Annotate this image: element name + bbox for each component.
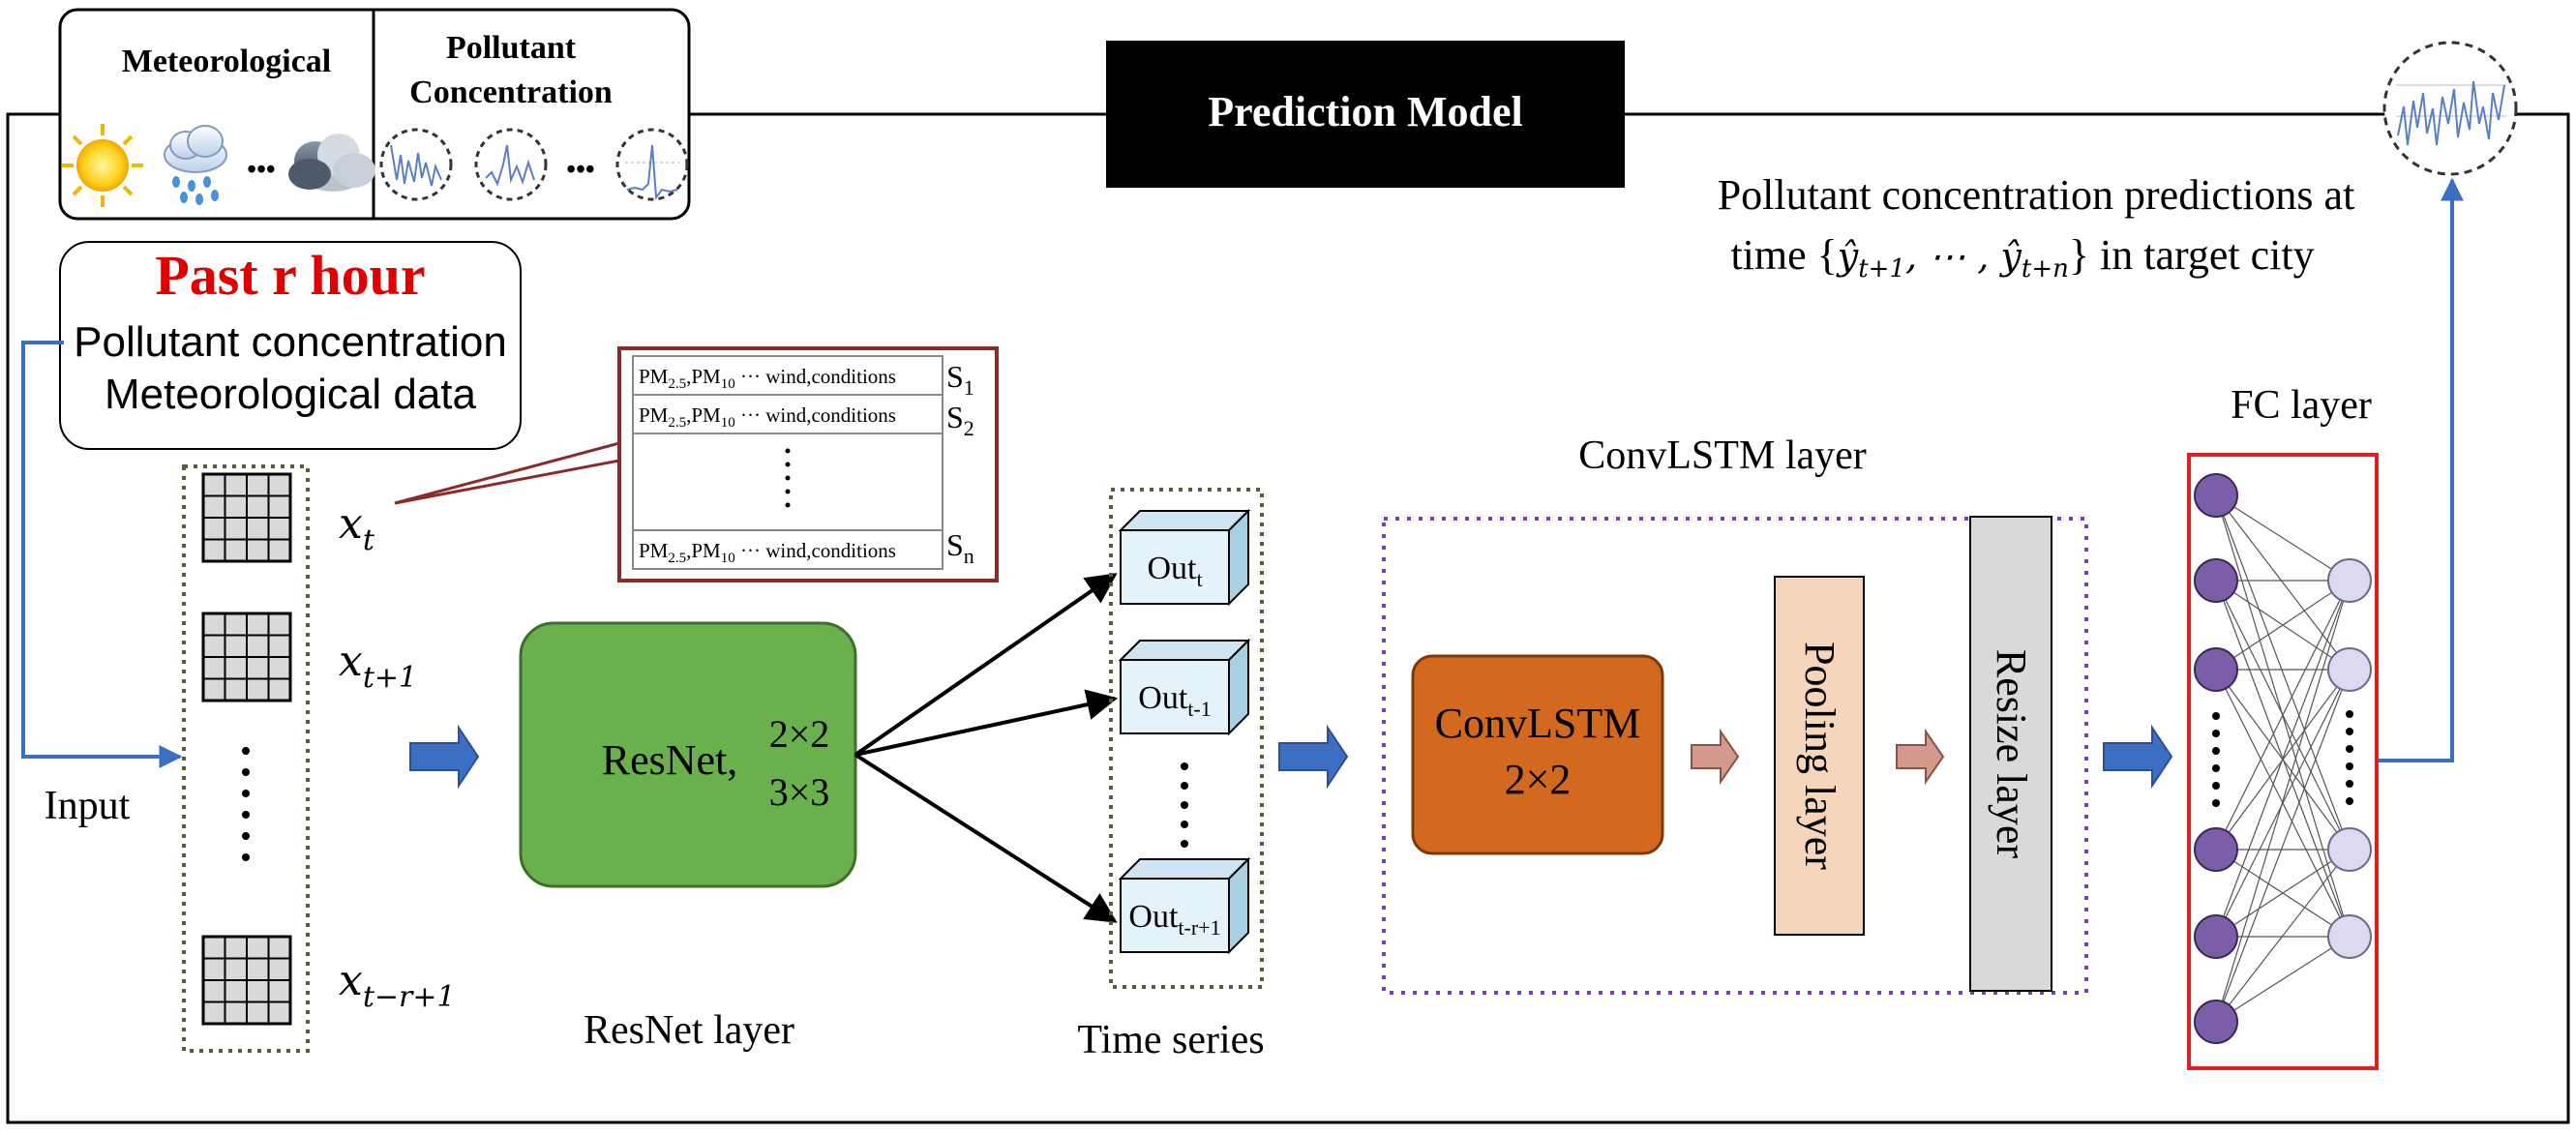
input-grid-3 — [201, 935, 292, 1026]
step-label-xtr: xt−r+1 — [339, 956, 456, 1014]
input-connector — [21, 341, 183, 768]
past-window-line1: Pollutant concentration — [74, 318, 507, 366]
small-arrows — [1691, 728, 1945, 786]
step-label-xt: xt — [339, 499, 375, 557]
station-row-n: PM2.5,PM10 ··· wind,conditions — [639, 539, 896, 566]
station-label-s2: S2 — [946, 400, 974, 440]
input-sequence-frame — [182, 464, 310, 1053]
sun-icon — [62, 124, 143, 207]
fc-input-node — [2194, 914, 2238, 959]
overcast-cloud-icon — [288, 134, 375, 192]
meteorological-label: Meteorological — [122, 44, 332, 79]
fc-output-node — [2327, 647, 2372, 692]
fc-layer-frame — [2187, 453, 2379, 1070]
arrow-pooling-resize — [1896, 728, 1945, 786]
input-grids — [201, 472, 292, 1026]
resnet-output-arrows — [854, 573, 1119, 923]
input-label: Input — [45, 784, 131, 828]
convlstm-block: ConvLSTM 2×2 — [1411, 654, 1664, 855]
block-arrow-input-resnet — [409, 724, 480, 790]
resnet-layer-label: ResNet layer — [584, 1008, 794, 1053]
input-grid-2 — [201, 612, 292, 702]
time-series-out-3: Outt-r+1 — [1118, 856, 1251, 955]
output-description-line1: Pollutant concentration predictions at — [1718, 171, 2355, 219]
block-arrow-series-convlstm — [1278, 724, 1349, 790]
page-title: Prediction Model — [1208, 88, 1522, 135]
station-label-sn: Sn — [946, 527, 974, 568]
input-grid-1 — [201, 472, 292, 563]
fc-network — [2194, 473, 2372, 1044]
station-table: PM2.5,PM10 ··· wind,conditions PM2.5,PM1… — [617, 346, 999, 582]
arrow-convlstm-pooling — [1691, 728, 1740, 786]
fc-input-node — [2194, 558, 2238, 603]
station-table-callout — [394, 441, 621, 505]
resnet-block: ResNet, 2×2 3×3 — [519, 621, 857, 888]
past-window-box: Past r hour Pollutant concentration Mete… — [59, 241, 522, 450]
resize-layer-label: Resize layer — [1988, 649, 2035, 859]
pooling-layer-label: Pooling layer — [1796, 642, 1843, 870]
resize-layer-block: Resize layer — [1969, 516, 2052, 992]
out-label: Outt-1 — [1138, 680, 1211, 721]
time-series-out-1: Outt — [1118, 508, 1251, 607]
station-row-1: PM2.5,PM10 ··· wind,conditions — [639, 365, 896, 392]
block-arrow-resize-fc — [2103, 724, 2173, 790]
weather-ellipsis: ••• — [247, 155, 275, 185]
fc-output-dots — [2346, 710, 2353, 805]
out-label: Outt-r+1 — [1128, 899, 1220, 940]
pollutant-chart-icon-2 — [474, 128, 548, 201]
past-window-title: Past r hour — [155, 244, 425, 307]
pollutant-label-line2: Concentration — [409, 75, 613, 110]
past-window-line2: Meteorological data — [105, 371, 477, 418]
step-x-t-minus-r-plus-1: xt−r+1 — [339, 956, 456, 1014]
fc-output-node — [2327, 914, 2372, 959]
output-connector — [2379, 177, 2464, 762]
convlstm-layer-label: ConvLSTM layer — [1578, 433, 1866, 478]
prediction-chart-icon — [2382, 41, 2518, 176]
pollutant-chart-icon-1 — [379, 128, 453, 201]
convlstm-block-line1: ConvLSTM — [1435, 700, 1641, 747]
station-row-2: PM2.5,PM10 ··· wind,conditions — [639, 403, 896, 431]
pollutant-label-line1: Pollutant — [446, 30, 577, 66]
station-label-s1: S1 — [946, 359, 974, 400]
title-banner: Prediction Model — [1106, 41, 1625, 188]
convlstm-block-line2: 2×2 — [1505, 756, 1572, 803]
fc-input-node — [2194, 1000, 2238, 1044]
fc-input-node — [2194, 827, 2238, 872]
flow-arrows — [409, 724, 2173, 790]
out-label: Outt — [1147, 551, 1202, 591]
output-description-line2: time {ŷt+1, ⋯ , ŷt+n} in target city — [1730, 231, 2314, 284]
convlstm-layer-frame — [1382, 517, 2088, 995]
fc-output-node — [2327, 827, 2372, 872]
pollutant-ellipsis: ••• — [566, 155, 594, 185]
time-series-frame — [1109, 488, 1264, 989]
resnet-kernel-1: 2×2 — [769, 712, 830, 756]
time-series-out-2: Outt-1 — [1118, 638, 1251, 736]
time-series-label: Time series — [1077, 1018, 1264, 1062]
resnet-name: ResNet, — [602, 736, 738, 784]
pooling-layer-block: Pooling layer — [1774, 576, 1865, 936]
step-label-xt1: xt+1 — [339, 637, 417, 695]
fc-input-dots — [2212, 712, 2220, 807]
input-sources-box: Meteorological Pollutant Concentration — [58, 8, 691, 221]
rain-cloud-icon — [164, 125, 227, 205]
pollutant-chart-icon-3 — [615, 128, 689, 201]
time-series-vertical-dots — [1181, 762, 1188, 848]
station-table-vertical-dots — [785, 448, 791, 508]
fc-connections — [2215, 494, 2351, 1023]
fc-output-node — [2327, 558, 2372, 603]
fc-input-node — [2194, 647, 2238, 692]
input-vertical-dots — [242, 747, 250, 861]
step-x-t-plus-1: xt+1 — [339, 637, 417, 695]
fc-layer-label: FC layer — [2231, 383, 2372, 428]
step-x-t: xt — [339, 499, 375, 557]
resnet-kernel-2: 3×3 — [769, 770, 830, 814]
fc-input-node — [2194, 473, 2238, 518]
